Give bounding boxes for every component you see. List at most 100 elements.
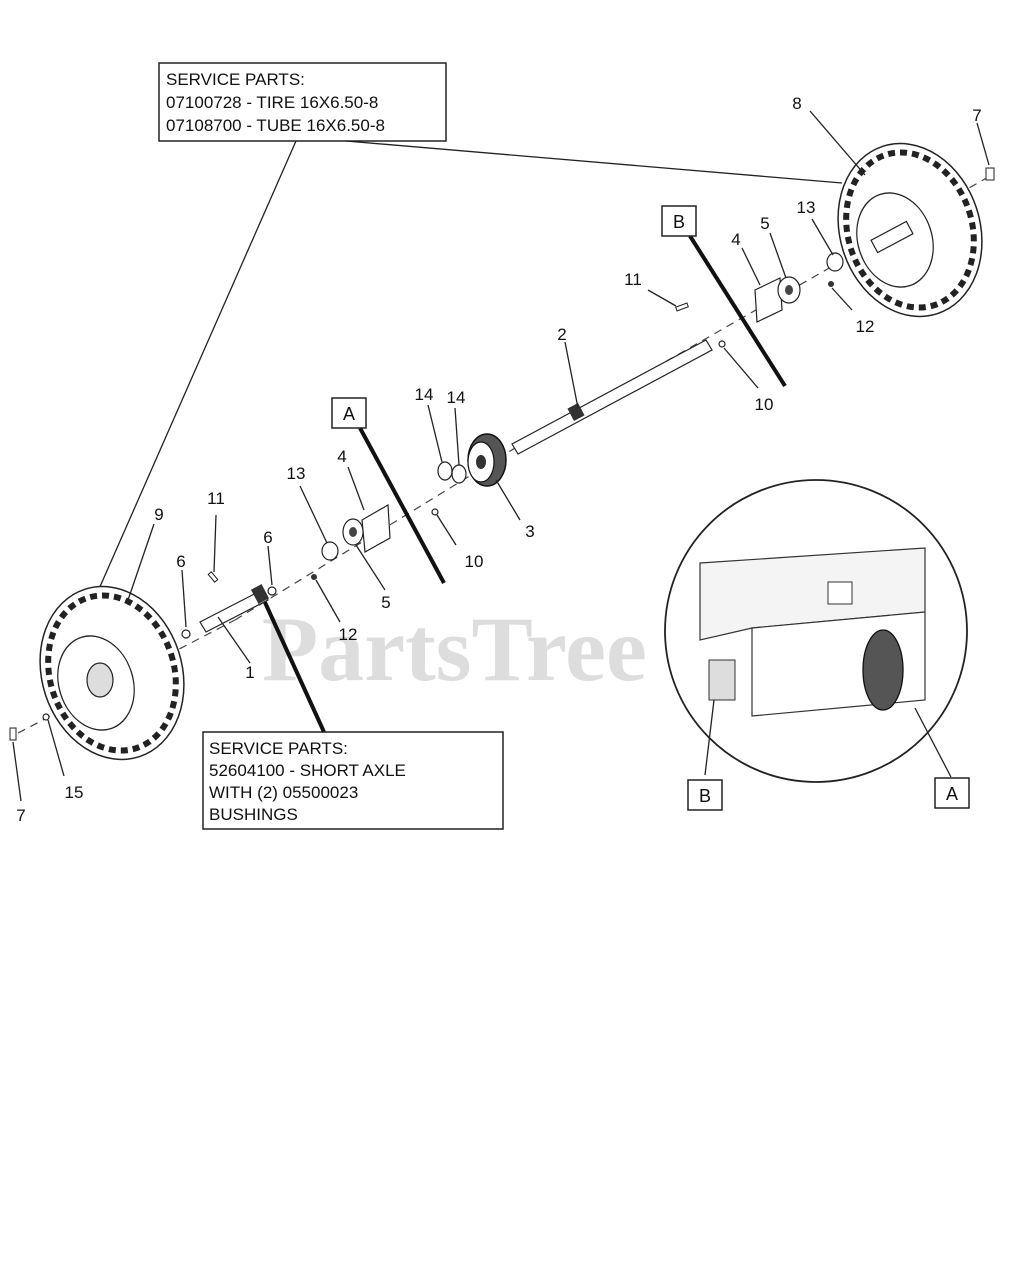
callout-12-right: 12 <box>856 317 875 336</box>
inset-ref-box-a <box>934 777 970 809</box>
callout-7-bottom: 7 <box>16 806 25 825</box>
leader-7-bottom <box>12 741 22 802</box>
left-tire-tread <box>45 592 179 754</box>
callout-3: 3 <box>525 522 534 541</box>
leader-12-right <box>831 287 853 311</box>
leader-13-right <box>811 218 834 256</box>
ref-box-b <box>661 205 697 237</box>
watermark: PartsTree <box>262 598 647 700</box>
callout-1: 1 <box>245 663 254 682</box>
key-11-right <box>675 302 689 312</box>
tire-note-leader-right <box>345 140 843 184</box>
leader-5-right <box>769 232 787 279</box>
ref-b-leader <box>688 234 787 388</box>
inset-b-leader <box>704 699 715 776</box>
drive-gear <box>467 433 507 487</box>
inset-gear <box>862 629 904 711</box>
axle-service-note: SERVICE PARTS: 52604100 - SHORT AXLE WIT… <box>202 731 504 830</box>
spring-pin-6-left <box>181 629 191 639</box>
inset-ref-box-b-label: B <box>699 786 711 806</box>
leader-11-right <box>647 289 677 307</box>
bolt-10-right <box>718 340 726 348</box>
long-axle-body <box>511 339 713 455</box>
leader-6-a <box>181 569 187 628</box>
ref-box-b-label: B <box>673 212 685 232</box>
leader-10-left <box>436 514 457 546</box>
key-11-left <box>207 571 219 583</box>
leader-3 <box>495 479 521 521</box>
washer-14a <box>437 461 453 481</box>
right-tire-tread <box>843 149 977 311</box>
callout-15: 15 <box>65 783 84 802</box>
right-hub-stub <box>870 220 914 254</box>
callout-9: 9 <box>154 505 163 524</box>
tire-note-line-1: SERVICE PARTS: <box>166 70 305 89</box>
spring-pin-6-mid <box>267 586 277 596</box>
spacer-left <box>321 541 339 561</box>
washer-15 <box>42 713 50 721</box>
clip-7-top <box>985 167 995 181</box>
axle-note-box <box>202 731 504 830</box>
leader-8 <box>809 110 866 176</box>
inset-bearing <box>708 659 736 701</box>
short-axle-bushing <box>250 584 270 604</box>
callout-10-left: 10 <box>465 552 484 571</box>
callout-12-left: 12 <box>339 625 358 644</box>
nut-12-left <box>311 574 317 580</box>
bearing-plate-left <box>361 503 391 553</box>
callout-14-a: 14 <box>415 385 434 404</box>
axle-note-line-2: 52604100 - SHORT AXLE <box>209 761 406 780</box>
inset-ref-box-b <box>687 779 723 811</box>
flange-bearing-left-bore <box>349 527 357 537</box>
axle-note-line-1: SERVICE PARTS: <box>209 739 348 758</box>
long-axle <box>511 339 713 455</box>
axle-note-leader <box>261 597 326 733</box>
tire-note-box <box>158 62 447 142</box>
leader-2 <box>564 341 579 409</box>
tire-note-line-2: 07100728 - TIRE 16X6.50-8 <box>166 93 378 112</box>
inset-ref-box-a-label: A <box>946 784 958 804</box>
ref-box-a <box>331 397 367 429</box>
callout-13-left: 13 <box>287 464 306 483</box>
clip-7-bottom <box>9 727 17 741</box>
leader-14-a <box>427 404 443 463</box>
callout-5-left: 5 <box>381 593 390 612</box>
washer-14b <box>451 464 467 484</box>
leader-4-right <box>741 247 761 286</box>
callout-8: 8 <box>792 94 801 113</box>
leader-12-left <box>315 579 341 623</box>
spacer-right <box>826 252 844 272</box>
leader-10-right <box>723 347 759 389</box>
callout-6-b: 6 <box>263 528 272 547</box>
tire-service-note: SERVICE PARTS: 07100728 - TIRE 16X6.50-8… <box>158 62 447 142</box>
callout-2: 2 <box>557 325 566 344</box>
inset-bracket <box>827 581 853 605</box>
callout-5-right: 5 <box>760 214 769 233</box>
leader-13-left <box>299 485 328 544</box>
inset-a-leader <box>914 707 952 778</box>
bearing-plate-right <box>754 277 783 323</box>
gear-center <box>476 455 486 469</box>
flange-bearing-right-bore <box>785 285 793 295</box>
long-axle-knurl <box>567 403 585 421</box>
tire-note-leader-left <box>94 140 297 599</box>
callout-4-right: 4 <box>731 230 740 249</box>
left-hub <box>86 662 114 698</box>
leader-5-left <box>355 544 386 591</box>
callout-10-right: 10 <box>755 395 774 414</box>
callout-11-right: 11 <box>624 270 642 289</box>
callout-4-left: 4 <box>337 447 346 466</box>
leader-11-left <box>213 514 217 573</box>
leader-15 <box>47 719 65 777</box>
left-wheel <box>39 585 185 761</box>
leader-14-b <box>454 407 460 466</box>
axle-centerline-left <box>17 619 236 734</box>
short-axle-body <box>199 589 269 633</box>
leader-9 <box>127 523 155 601</box>
leader-1 <box>217 616 251 664</box>
leader-6-b <box>267 545 273 586</box>
callout-14-b: 14 <box>447 388 466 407</box>
right-wheel <box>837 142 983 318</box>
ref-box-a-label: A <box>343 404 355 424</box>
